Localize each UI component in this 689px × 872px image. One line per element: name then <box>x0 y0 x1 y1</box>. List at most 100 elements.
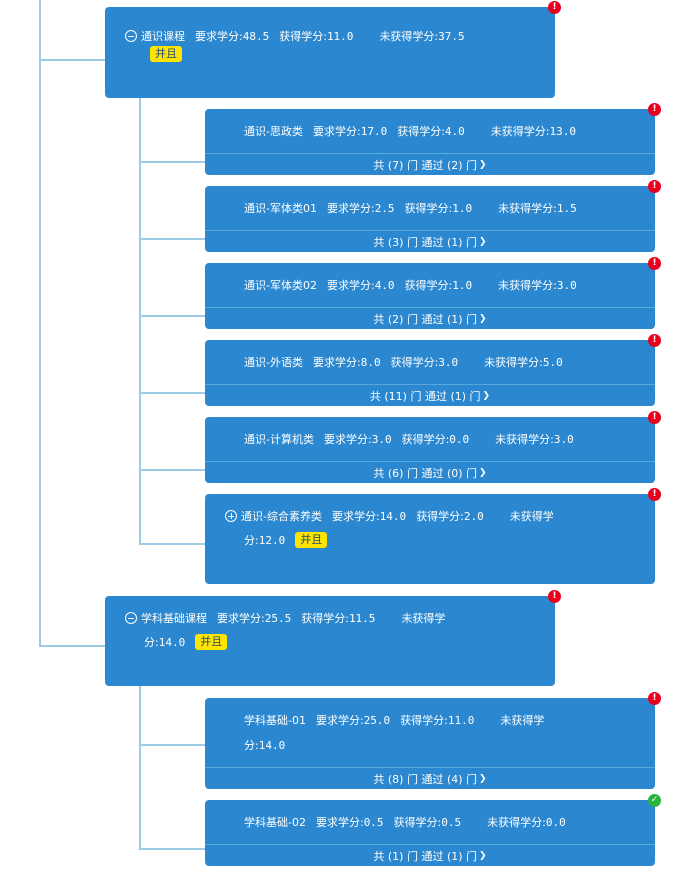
tree-line <box>139 848 205 850</box>
unearned-credits: 0.0 <box>545 816 566 829</box>
and-badge: 并且 <box>195 634 228 650</box>
and-badge: 并且 <box>295 532 328 548</box>
unearned-credits: 37.5 <box>438 30 465 43</box>
unearned-credits: 3.0 <box>553 433 574 446</box>
exclamation-icon: ! <box>648 488 661 501</box>
earned-credits: 11.0 <box>447 714 475 727</box>
exclamation-icon: ! <box>648 103 661 116</box>
unearned-credits: 3.0 <box>556 279 577 292</box>
unearned-credits: 12.0 <box>258 534 286 547</box>
required-credits: 48.5 <box>242 30 270 43</box>
course-category-card[interactable]: ✓ 学科基础-02 要求学分:0.5 获得学分:0.5 未获得学分:0.0 共 … <box>205 794 661 866</box>
course-count-toggle[interactable]: 共 (3) 门 通过 (1) 门❯ <box>205 230 655 252</box>
course-count: 共 (8) 门 通过 (4) 门 <box>373 772 478 786</box>
course-count: 共 (1) 门 通过 (1) 门 <box>373 849 478 863</box>
earned-credits: 11.5 <box>348 612 376 625</box>
unearned-credits: 14.0 <box>158 636 186 649</box>
category-name: 通识-军体类01 <box>244 202 317 215</box>
category-name: 学科基础-02 <box>244 816 306 829</box>
required-credits: 0.5 <box>363 816 384 829</box>
exclamation-icon: ! <box>648 257 661 270</box>
collapse-icon[interactable] <box>125 612 137 624</box>
chevron-down-icon[interactable]: ❯ <box>479 467 487 478</box>
earned-credits: 11.0 <box>326 30 354 43</box>
course-group-card[interactable]: ! 通识课程 要求学分:48.5 获得学分:11.0 未获得学分:37.5 并且 <box>105 1 561 98</box>
required-credits: 3.0 <box>371 433 392 446</box>
tree-line <box>139 543 205 545</box>
category-name: 学科基础-01 <box>244 714 306 727</box>
earned-credits: 1.0 <box>452 279 473 292</box>
course-category-card[interactable]: ! 通识-外语类 要求学分:8.0 获得学分:3.0 未获得学分:5.0 共 (… <box>205 334 661 406</box>
earned-credits: 4.0 <box>444 125 465 138</box>
unearned-credits: 13.0 <box>549 125 577 138</box>
required-credits: 25.0 <box>363 714 391 727</box>
course-count-toggle[interactable]: 共 (11) 门 通过 (1) 门❯ <box>205 384 655 406</box>
unearned-credits: 5.0 <box>542 356 563 369</box>
course-count: 共 (11) 门 通过 (1) 门 <box>369 389 481 403</box>
collapse-icon[interactable] <box>125 30 137 42</box>
required-credits: 17.0 <box>360 125 388 138</box>
course-count: 共 (2) 门 通过 (1) 门 <box>373 312 478 326</box>
earned-credits: 2.0 <box>463 510 484 523</box>
chevron-down-icon[interactable]: ❯ <box>479 236 487 247</box>
category-name: 通识-思政类 <box>244 125 303 138</box>
required-credits: 4.0 <box>374 279 395 292</box>
earned-credits: 1.0 <box>452 202 473 215</box>
tree-line <box>139 238 205 240</box>
course-count-toggle[interactable]: 共 (7) 门 通过 (2) 门❯ <box>205 153 655 175</box>
course-count: 共 (3) 门 通过 (1) 门 <box>373 235 478 249</box>
exclamation-icon: ! <box>548 590 561 603</box>
exclamation-icon: ! <box>648 692 661 705</box>
required-credits: 25.5 <box>264 612 292 625</box>
group-name: 通识-综合素养类 <box>241 510 322 523</box>
unearned-credits: 1.5 <box>556 202 577 215</box>
required-credits: 14.0 <box>379 510 407 523</box>
exclamation-icon: ! <box>648 411 661 424</box>
course-count-toggle[interactable]: 共 (6) 门 通过 (0) 门❯ <box>205 461 655 483</box>
check-icon: ✓ <box>648 794 661 807</box>
and-badge: 并且 <box>150 46 182 62</box>
earned-credits: 0.5 <box>441 816 462 829</box>
chevron-down-icon[interactable]: ❯ <box>479 313 487 324</box>
course-category-card[interactable]: ! 通识-军体类02 要求学分:4.0 获得学分:1.0 未获得学分:3.0 共… <box>205 257 661 329</box>
exclamation-icon: ! <box>548 1 561 14</box>
course-count-toggle[interactable]: 共 (1) 门 通过 (1) 门❯ <box>205 844 655 866</box>
category-name: 通识-外语类 <box>244 356 303 369</box>
unearned-credits: 14.0 <box>258 739 286 752</box>
tree-line <box>139 315 205 317</box>
course-category-card[interactable]: ! 学科基础-01 要求学分:25.0 获得学分:11.0 未获得学 分:14.… <box>205 692 661 789</box>
course-count: 共 (7) 门 通过 (2) 门 <box>373 158 478 172</box>
course-category-card[interactable]: ! 通识-军体类01 要求学分:2.5 获得学分:1.0 未获得学分:1.5 共… <box>205 180 661 252</box>
tree-line <box>39 59 105 61</box>
course-count: 共 (6) 门 通过 (0) 门 <box>373 466 478 480</box>
required-credits: 2.5 <box>374 202 395 215</box>
course-group-card[interactable]: ! 学科基础课程 要求学分:25.5 获得学分:11.5 未获得学 分:14.0… <box>105 590 561 686</box>
tree-line <box>139 97 141 545</box>
course-category-card[interactable]: ! 通识-计算机类 要求学分:3.0 获得学分:0.0 未获得学分:3.0 共 … <box>205 411 661 483</box>
group-name: 通识课程 <box>141 30 185 43</box>
exclamation-icon: ! <box>648 180 661 193</box>
tree-line <box>139 469 205 471</box>
tree-line <box>139 686 141 849</box>
chevron-down-icon[interactable]: ❯ <box>479 773 487 784</box>
tree-line <box>39 0 41 647</box>
category-name: 通识-军体类02 <box>244 279 317 292</box>
tree-line <box>39 645 105 647</box>
course-count-toggle[interactable]: 共 (2) 门 通过 (1) 门❯ <box>205 307 655 329</box>
course-group-card[interactable]: ! 通识-综合素养类 要求学分:14.0 获得学分:2.0 未获得学 分:12.… <box>205 488 661 584</box>
group-name: 学科基础课程 <box>141 612 207 625</box>
exclamation-icon: ! <box>648 334 661 347</box>
earned-credits: 0.0 <box>449 433 470 446</box>
tree-line <box>139 744 205 746</box>
tree-line <box>139 161 205 163</box>
chevron-down-icon[interactable]: ❯ <box>479 159 487 170</box>
category-name: 通识-计算机类 <box>244 433 314 446</box>
chevron-down-icon[interactable]: ❯ <box>482 390 491 401</box>
expand-icon[interactable] <box>225 510 237 522</box>
tree-line <box>139 392 205 394</box>
earned-credits: 3.0 <box>438 356 459 369</box>
required-credits: 8.0 <box>360 356 381 369</box>
chevron-down-icon[interactable]: ❯ <box>479 850 487 861</box>
course-category-card[interactable]: ! 通识-思政类 要求学分:17.0 获得学分:4.0 未获得学分:13.0 共… <box>205 103 661 175</box>
course-count-toggle[interactable]: 共 (8) 门 通过 (4) 门❯ <box>205 767 655 789</box>
